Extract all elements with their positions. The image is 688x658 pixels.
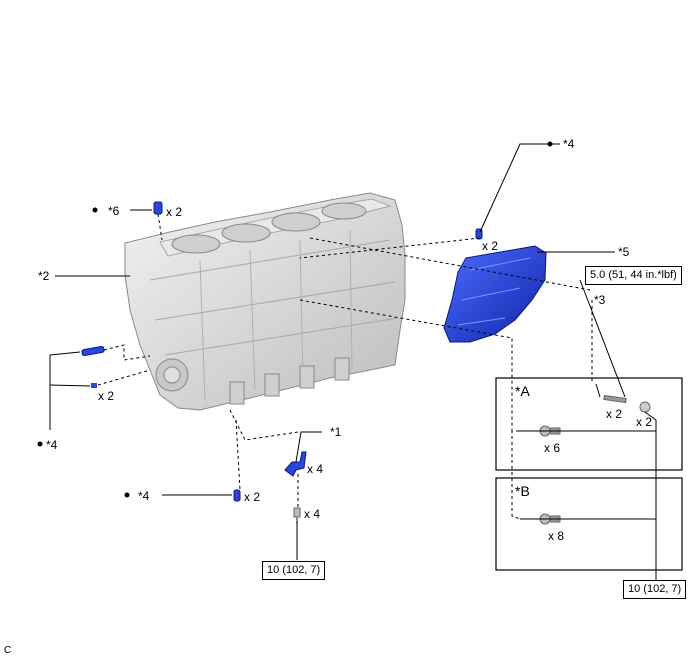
torque-bolts: 10 (102, 7)	[623, 580, 687, 599]
stud-icon	[603, 394, 627, 404]
callout-4-left: *4	[46, 438, 58, 452]
bolt-icon	[293, 425, 561, 525]
view-label-a: *A	[515, 383, 530, 399]
view-box-b	[495, 477, 683, 571]
qty-part-4-top: x 2	[482, 239, 499, 253]
callout-4-top: *4	[563, 137, 575, 151]
qty-bracket: x 4	[307, 462, 324, 476]
callout-2: *2	[38, 269, 50, 283]
dashed-guides	[97, 213, 593, 520]
qty-bolt-a: x 6	[544, 441, 561, 455]
callout-3: *3	[594, 293, 606, 307]
view-label-b: *B	[515, 483, 530, 499]
qty-bolt-b: x 8	[548, 529, 565, 543]
cylinder-block	[124, 192, 406, 411]
qty-nut: x 2	[636, 415, 653, 429]
callout-6: *6	[108, 204, 120, 218]
callout-1: *1	[330, 425, 342, 439]
leader-lines	[49, 143, 657, 580]
qty-part-6: x 2	[166, 205, 183, 219]
corner-mark: C	[4, 645, 12, 656]
callout-4-bottom: *4	[138, 489, 150, 503]
callout-5: *5	[618, 245, 630, 259]
side-cover-part	[443, 245, 547, 343]
bracket-icon	[284, 451, 307, 477]
nut-icon	[639, 401, 651, 413]
torque-bracket: 10 (102, 7)	[262, 561, 326, 580]
view-box-a	[495, 377, 683, 471]
qty-bottom-pin: x 2	[244, 490, 261, 504]
torque-cover: 5.0 (51, 44 in.*lbf)	[585, 266, 682, 285]
bullet-dot-icon	[37, 141, 553, 498]
dowel-pin-icon	[81, 201, 483, 502]
qty-left-pin: x 2	[98, 389, 115, 403]
qty-stud: x 2	[606, 407, 623, 421]
qty-bracket-bolt: x 4	[304, 507, 321, 521]
